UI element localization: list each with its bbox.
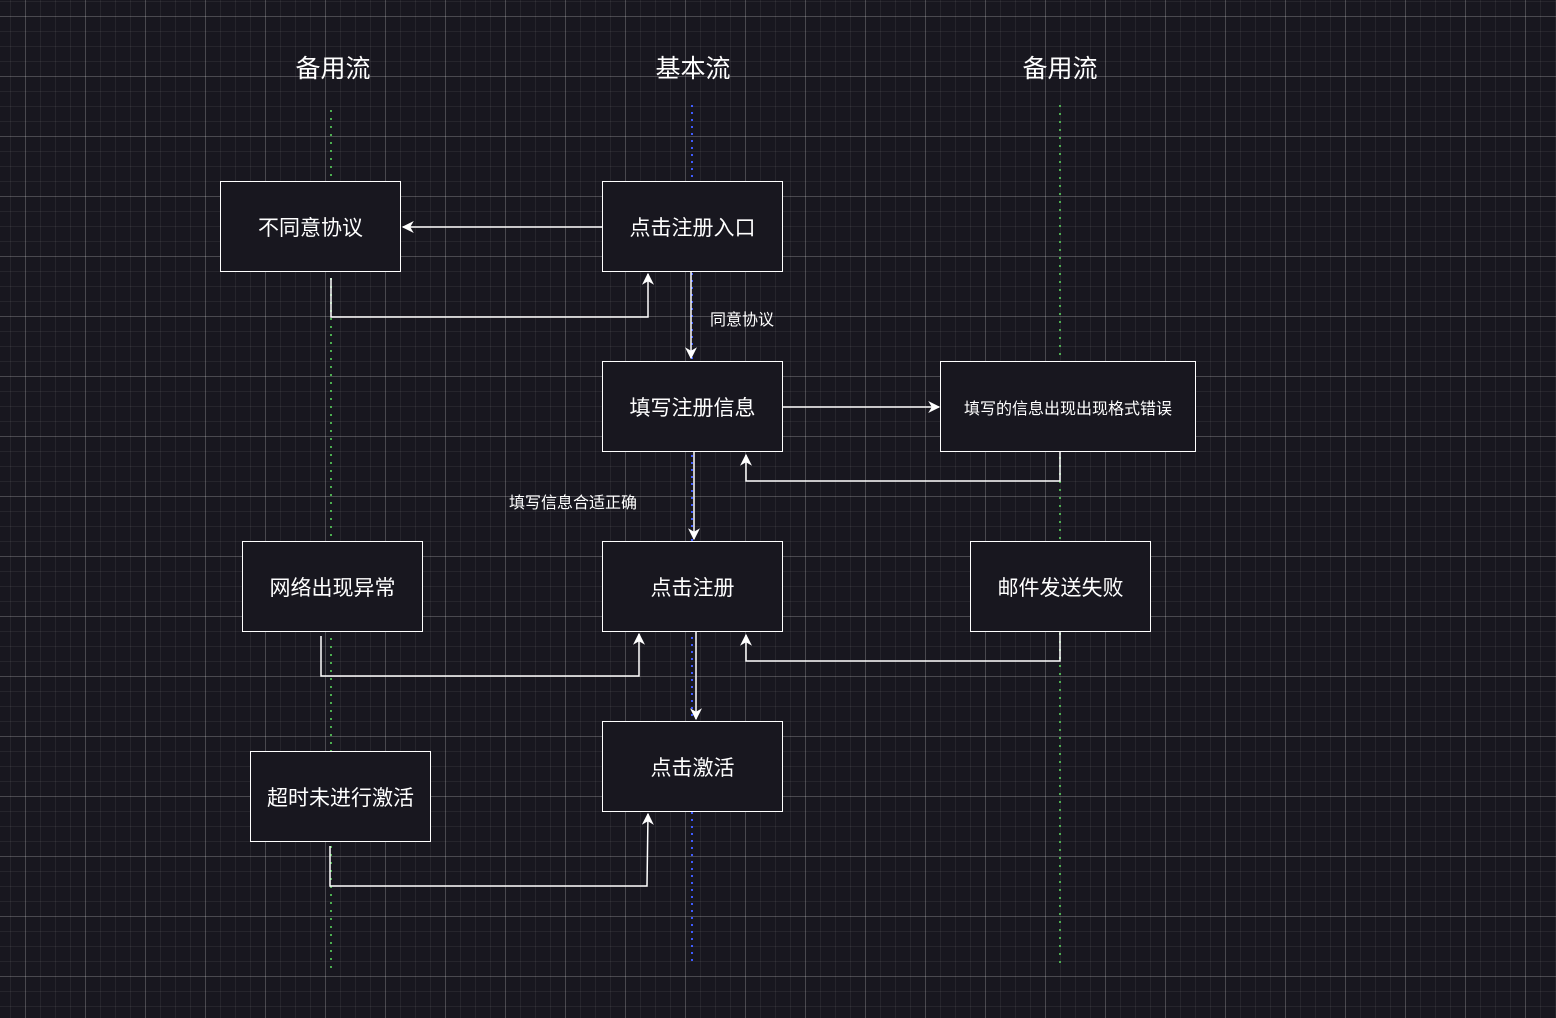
node-mail-failed[interactable]: 邮件发送失败 [970,541,1151,632]
arrow-mail-return [740,632,1061,662]
edge-label-agree: 同意协议 [710,310,775,329]
node-click-register-entry[interactable]: 点击注册入口 [602,181,783,272]
lane-title-left: 备用流 [295,54,371,83]
lane-title-right: 备用流 [1022,54,1098,83]
lane-title-center: 基本流 [655,54,731,83]
arrow-network-return [320,632,645,677]
arrow-disagree-return [330,272,654,318]
node-disagree[interactable]: 不同意协议 [220,181,401,272]
node-click-register[interactable]: 点击注册 [602,541,783,632]
edge-label-info-valid: 填写信息合适正确 [509,493,638,512]
node-click-activate[interactable]: 点击激活 [602,721,783,812]
node-network-error[interactable]: 网络出现异常 [242,541,423,632]
arrow-error-return [740,452,1061,482]
node-fill-info[interactable]: 填写注册信息 [602,361,783,452]
node-timeout[interactable]: 超时未进行激活 [250,751,431,842]
arrow-timeout-return [329,812,654,887]
node-format-error[interactable]: 填写的信息出现出现格式错误 [940,361,1196,452]
